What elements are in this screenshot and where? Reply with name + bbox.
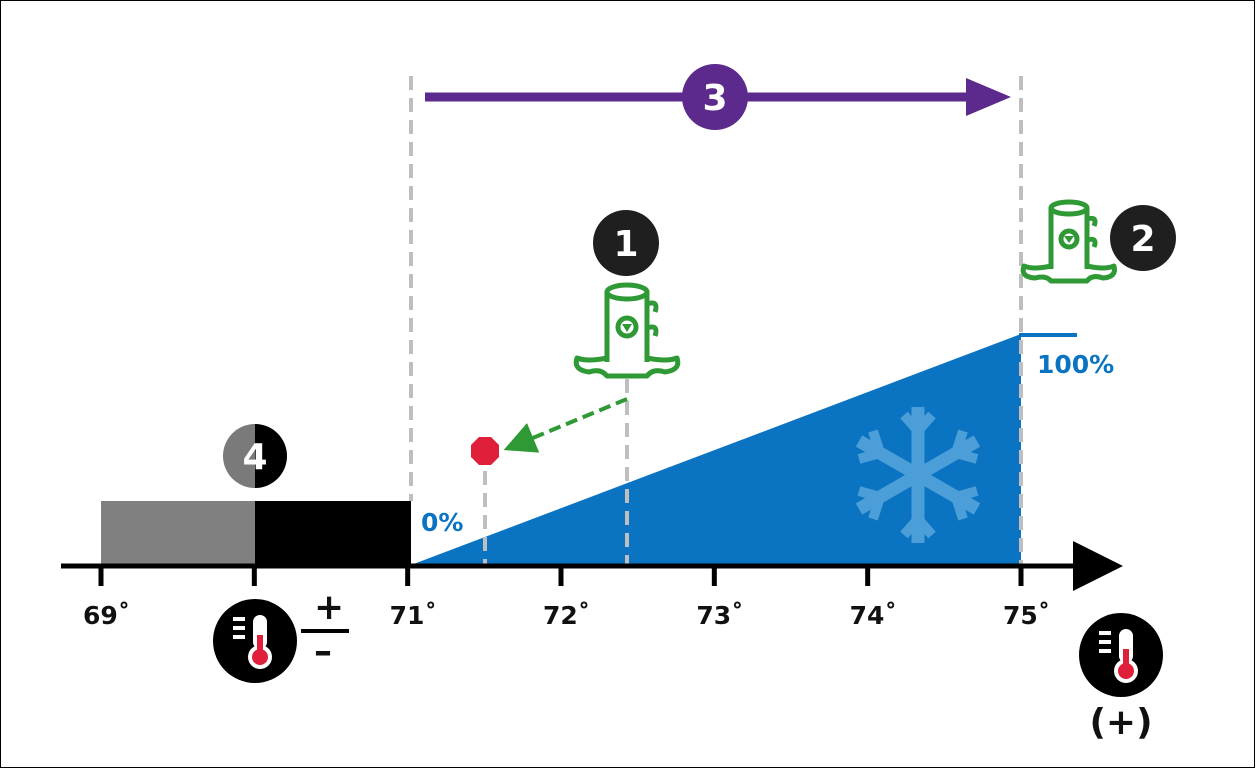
axis-tick-label: 74˚ bbox=[850, 601, 897, 630]
compressor-icon bbox=[573, 282, 681, 379]
axis-tick-label: 75˚ bbox=[1003, 601, 1050, 630]
marker-badge-3: 3 bbox=[682, 64, 748, 130]
stage-range-arrowhead bbox=[966, 78, 1011, 116]
transition-arrow bbox=[503, 397, 628, 453]
ramp-end-label: 100% bbox=[1037, 350, 1114, 379]
marker-3-label: 3 bbox=[702, 78, 727, 119]
thermometer-icon bbox=[213, 599, 297, 683]
marker-badge-1: 1 bbox=[593, 210, 659, 276]
compressor-icon bbox=[1020, 199, 1117, 284]
axis-tick-label: 73˚ bbox=[696, 601, 743, 630]
deadband-gray-bar bbox=[101, 501, 256, 565]
marker-badge-2: 2 bbox=[1110, 205, 1176, 271]
axis-tick-label: 71˚ bbox=[390, 601, 437, 630]
marker-4-label: 4 bbox=[242, 437, 267, 478]
marker-2-label: 2 bbox=[1130, 219, 1155, 260]
marker-1-label: 1 bbox=[613, 224, 638, 265]
thermometer-increase-label: (+) bbox=[1089, 702, 1152, 743]
deadband-plus-label: + bbox=[314, 587, 344, 628]
axis-ticks: 69˚ 71˚ 72˚ 73˚ 74˚ 75˚ bbox=[83, 564, 1050, 630]
stop-sign-icon bbox=[471, 437, 499, 465]
axis-tick-label: 72˚ bbox=[543, 601, 590, 630]
marker-badge-4: 4 bbox=[223, 424, 287, 488]
deadband-black-bar bbox=[255, 501, 411, 565]
deadband-minus-label: – bbox=[314, 631, 332, 672]
snowflake-icon bbox=[855, 407, 981, 543]
axis-tick-label: 69˚ bbox=[83, 601, 130, 630]
ramp-start-label: 0% bbox=[421, 508, 463, 537]
thermometer-icon bbox=[1079, 613, 1163, 697]
